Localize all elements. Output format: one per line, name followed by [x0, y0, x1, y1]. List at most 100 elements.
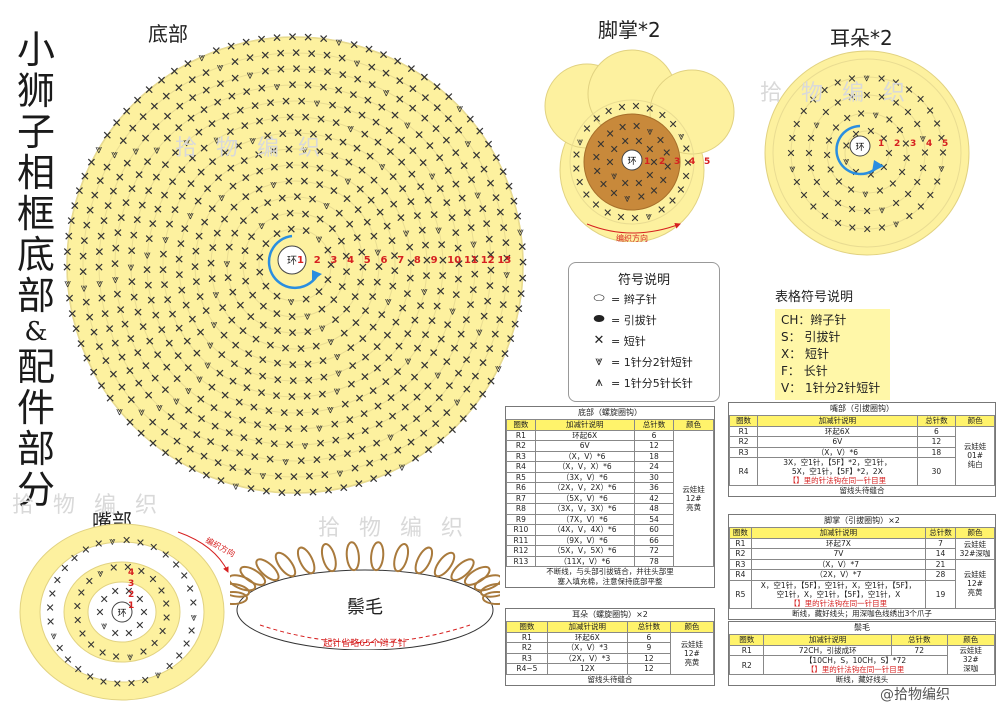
- stitch-mark: ⩔: [154, 143, 161, 157]
- stitch-mark: ✕: [374, 260, 384, 274]
- stitch-mark: ✕: [327, 451, 337, 465]
- mane-loop: [296, 546, 316, 575]
- stitch-mark: ✕: [327, 99, 337, 113]
- stitch-mark: ✕: [454, 257, 464, 271]
- stitch-mark: ✕: [157, 584, 166, 597]
- stitch-mark: ✕: [348, 359, 358, 373]
- stitch-mark: ✕: [326, 258, 336, 272]
- table-legend-item: CH：辫子针: [781, 313, 847, 327]
- cell: R2: [506, 440, 536, 452]
- legend-text: = 引拔针: [611, 313, 657, 327]
- stitch-mark: ✕: [369, 173, 379, 187]
- stitch-mark: ✕: [55, 642, 64, 655]
- stitch-mark: ✕: [101, 354, 111, 368]
- stitch-mark: ✕: [285, 110, 295, 124]
- stitch-mark: ✕: [258, 370, 268, 384]
- cell: 72: [890, 644, 948, 656]
- ring-guide: [130, 100, 460, 430]
- stitch-mark: ✕: [443, 318, 453, 332]
- stitch-mark: ⩔: [843, 154, 849, 167]
- stitch-mark: ✕: [70, 199, 80, 213]
- color-text: 亮黄: [686, 502, 702, 512]
- stitch-mark: ✕: [136, 427, 146, 441]
- stitch-mark: ✕: [162, 109, 172, 123]
- stitch-mark: ✕: [110, 336, 120, 350]
- stitch-mark: ✕: [226, 162, 236, 176]
- stitch-mark: ✕: [323, 131, 333, 145]
- cell: 14: [925, 548, 956, 560]
- stitch-mark: ✕: [197, 412, 207, 426]
- stitch-mark: ✕: [133, 346, 143, 360]
- stitch-mark: ✕: [506, 332, 516, 346]
- stitch-mark: ✕: [223, 408, 233, 422]
- stitch-mark: ✕: [847, 184, 856, 197]
- stitch-mark: ✕: [220, 389, 230, 403]
- stitch-mark: ✕: [322, 49, 332, 63]
- stitch-mark: ✕: [113, 678, 122, 691]
- stitch-mark: ✕: [431, 417, 441, 431]
- stitch-mark: ✕: [379, 451, 389, 465]
- stitch-mark: ✕: [96, 379, 106, 393]
- col-header: 圈数: [506, 621, 548, 633]
- stitch-mark: ✕: [117, 381, 127, 395]
- stitch-mark: ✕: [833, 197, 842, 210]
- stitch-mark: ✕: [318, 80, 328, 94]
- stitch-mark: ✕: [276, 63, 286, 77]
- stitch-mark: ✕: [806, 162, 815, 175]
- color-text: 亮黄: [684, 657, 700, 667]
- stitch-mark: ✕: [478, 202, 488, 216]
- cell: 3X，空1针，【5F】*2，空1针，5X，空1针，【5F】*2，2X【】里的针法…: [757, 457, 918, 486]
- stitch-mark: ✕: [341, 249, 351, 263]
- stitch-mark: ✕: [395, 74, 405, 88]
- cell: R1: [728, 425, 759, 437]
- stitch-mark: ✕: [387, 234, 397, 248]
- mane-ring: [236, 569, 494, 650]
- stitch-mark: ✕: [213, 456, 223, 470]
- stitch-mark: ✕: [301, 292, 311, 306]
- magic-ring: [277, 245, 307, 275]
- stitch-mark: ✕: [187, 73, 197, 87]
- stitch-mark: ✕: [348, 88, 358, 102]
- legend-text: = 辫子针: [611, 292, 657, 306]
- stitch-mark: ✕: [415, 299, 425, 313]
- stitch-mark: ✕: [436, 433, 446, 447]
- stitch-mark: ✕: [396, 133, 406, 147]
- ring-guide: [114, 84, 476, 446]
- stitch-mark: ✕: [423, 380, 433, 394]
- base-diagram: ✕✕✕✕⩔✕✕✕✕✕✕✕✕⩔✕✕✕✕✕⩔✕✕✕✕✕✕✕✕⩔✕✕✕✕✕✕✕✕✕✕✕…: [62, 30, 528, 500]
- stitch-mark: ✕: [299, 175, 309, 189]
- stitch-mark: ✕: [148, 573, 157, 586]
- col-header: 颜色: [669, 621, 715, 633]
- stitch-mark: ✕: [239, 154, 249, 168]
- stitch-mark: ✕: [384, 351, 394, 365]
- stitch-mark: ✕: [634, 177, 643, 190]
- base-stitch-marks: ✕✕✕✕⩔✕✕✕✕✕✕✕✕⩔✕✕✕✕✕⩔✕✕✕✕✕✕✕✕⩔✕✕✕✕✕✕✕✕✕✕✕…: [62, 30, 528, 500]
- vertical-title: 小 狮 子 相 框 底 部 & 配 件 部 分: [14, 30, 58, 511]
- arrow-head-icon: [312, 270, 322, 281]
- stitch-mark: ✕: [105, 392, 115, 406]
- stitch-mark: ✕: [272, 31, 282, 45]
- stitch-mark: ✕: [350, 462, 360, 476]
- stitch-mark: ⩔: [789, 162, 795, 175]
- stitch-mark: ✕: [70, 552, 79, 565]
- stitch-mark: ✕: [142, 155, 152, 169]
- table-legend-item: F： 长针: [781, 364, 828, 378]
- stitch-mark: ✕: [235, 104, 245, 118]
- legend-title: 符号说明: [617, 273, 670, 288]
- cell: R5: [729, 579, 752, 609]
- stitch-mark: ✕: [498, 298, 508, 312]
- paw-ring: [569, 99, 695, 225]
- stitch-mark: ✕: [809, 93, 818, 106]
- stitch-mark: ✕: [118, 134, 128, 148]
- stitch-mark: ✕: [323, 244, 333, 258]
- stitch-mark: ✕: [143, 278, 153, 292]
- stitch-mark: ✕: [103, 199, 113, 213]
- stitch-mark: ✕: [301, 224, 311, 238]
- mane-loop: [345, 541, 360, 572]
- stitch-mark: ✕: [163, 293, 173, 307]
- stitch-mark: ✕: [156, 73, 166, 87]
- stitch-mark: ✕: [252, 418, 262, 432]
- stitch-mark: ✕: [891, 97, 900, 110]
